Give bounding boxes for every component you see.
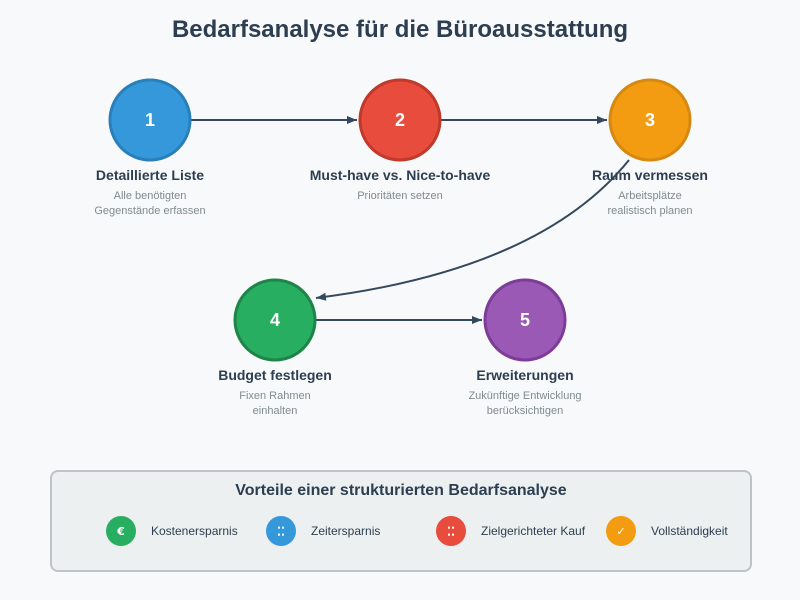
calendar-icon: ▪▪▪▪	[266, 516, 296, 546]
step-number: 2	[395, 110, 405, 130]
page-title: Bedarfsanalyse für die Büroausstattung	[171, 16, 629, 43]
step-description-line: realistisch planen	[607, 205, 693, 217]
arrow-3-4	[315, 159, 630, 301]
step-description-line: Arbeitsplätze	[618, 190, 682, 202]
benefit-label: Vollständigkeit	[651, 524, 728, 538]
step-description-line: Gegenstände erfassen	[94, 205, 206, 217]
step-label-5: Erweiterungen	[476, 367, 574, 383]
step-number: 1	[145, 110, 155, 130]
step-number: 4	[270, 310, 280, 330]
benefit-label: Kostenersparnis	[151, 524, 238, 538]
step-number: 3	[645, 110, 655, 130]
step-description-4: Fixen Rahmen einhalten	[175, 389, 375, 419]
benefit-label: Zielgerichteter Kauf	[481, 524, 586, 538]
benefit-item-target: ▪▪▪▪ Zielgerichteter Kauf	[436, 516, 585, 546]
step-description-5: Zukünftige Entwicklung berücksichtigen	[425, 389, 625, 419]
step-description-line: Zukünftige Entwicklung	[468, 390, 582, 402]
step-number: 5	[520, 310, 530, 330]
step-description-line: Fixen Rahmen	[239, 390, 311, 402]
step-label-1: Detaillierte Liste	[95, 167, 205, 183]
benefit-item-cost: € Kostenersparnis	[106, 516, 238, 546]
check-icon: ✓	[606, 516, 636, 546]
step-node-2: 2	[358, 78, 442, 162]
target-icon: ▪▪▪▪	[436, 516, 466, 546]
step-description-line: Prioritäten setzen	[357, 190, 443, 202]
step-label-3: Raum vermessen	[592, 167, 708, 183]
step-node-1: 1	[108, 78, 192, 162]
step-label-4: Budget festlegen	[218, 367, 332, 383]
step-description-line: einhalten	[252, 405, 298, 417]
benefit-label: Zeitersparnis	[311, 524, 381, 538]
step-description-2: Prioritäten setzen	[300, 189, 500, 204]
step-node-4: 4	[233, 278, 317, 362]
step-node-3: 3	[608, 78, 692, 162]
step-description-3: Arbeitsplätze realistisch planen	[550, 189, 750, 219]
benefit-item-time: ▪▪▪▪ Zeitersparnis	[266, 516, 380, 546]
benefits-panel: Vorteile einer strukturierten Bedarfsana…	[50, 470, 752, 572]
step-description-line: Alle benötigten	[113, 190, 187, 202]
benefit-item-complete: ✓ Vollständigkeit	[606, 516, 728, 546]
step-node-5: 5	[483, 278, 567, 362]
step-description-line: berücksichtigen	[486, 405, 564, 417]
step-label-2: Must-have vs. Nice-to-have	[309, 167, 491, 183]
benefits-title: Vorteile einer strukturierten Bedarfsana…	[235, 482, 567, 499]
euro-icon: €	[106, 516, 136, 546]
step-description-1: Alle benötigten Gegenstände erfassen	[50, 189, 250, 219]
